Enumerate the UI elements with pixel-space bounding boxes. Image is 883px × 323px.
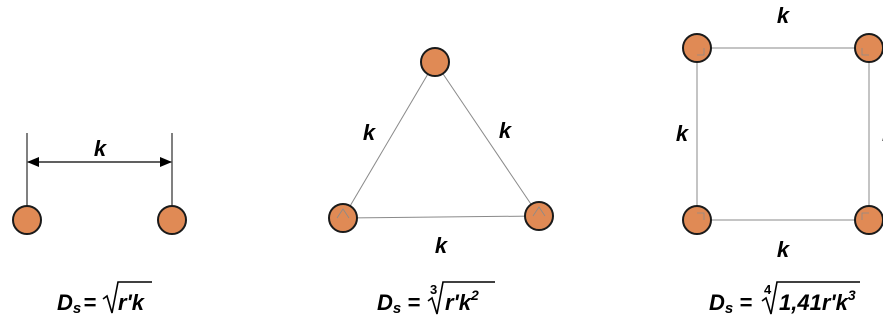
conductor-top-right	[854, 33, 883, 63]
formula-four-conductor: Ds = 4 1,41r'k3	[709, 281, 860, 317]
formula-equals: =	[83, 290, 96, 315]
formula-two-conductor: Ds= r'k	[57, 281, 152, 317]
conductor-bottom-left	[328, 203, 358, 233]
formula-three-conductor: Ds = 3 r'k2	[377, 281, 495, 317]
svg-text:Ds=: Ds =	[377, 290, 420, 317]
formula-subscript: s	[725, 300, 733, 317]
formula-lhs: D	[709, 290, 725, 315]
conductor-left	[12, 205, 42, 235]
formula-exponent: 3	[848, 287, 856, 303]
right-angle-mark-bottom-left	[697, 212, 705, 220]
right-angle-mark-bottom-right	[861, 212, 869, 220]
two-conductor-bundle: k	[12, 133, 187, 235]
formula-lhs: D	[377, 290, 393, 315]
triangle-edge-left	[342, 61, 436, 219]
radical-sign	[761, 281, 860, 315]
formula-radicand: 1,41r'k	[779, 290, 850, 315]
angle-mark-bottom-right	[532, 206, 546, 217]
right-angle-mark-top-right	[861, 48, 869, 56]
formula-root-index: 3	[430, 282, 437, 297]
conductor-bottom-right	[524, 201, 554, 231]
radical-sign	[102, 281, 152, 314]
triangle-edge-right	[434, 61, 540, 217]
formula-root-index: 4	[764, 282, 772, 297]
angle-mark-bottom-left	[336, 208, 350, 219]
triangle-label-bottom-k: k	[435, 233, 449, 258]
conductor-right	[157, 205, 187, 235]
formula-radicand: r'k	[118, 290, 146, 315]
formula-subscript: s	[73, 300, 81, 317]
svg-text:r'k: r'k	[118, 290, 146, 315]
conductor-top	[420, 47, 450, 77]
formula-radicand: r'k	[445, 290, 473, 315]
formula-exponent: 2	[470, 287, 479, 303]
spacing-label-k: k	[94, 136, 108, 161]
svg-text:Ds=: Ds=	[57, 290, 96, 317]
radical-sign	[427, 281, 495, 315]
conductor-bottom-left-sq	[682, 205, 712, 235]
svg-text:1,41r'k3: 1,41r'k3	[779, 287, 856, 315]
square-label-left-k: k	[676, 121, 690, 146]
square-label-top-k: k	[777, 3, 791, 28]
right-angle-mark-top-left	[697, 48, 705, 56]
triangle-label-left-k: k	[363, 120, 377, 145]
formula-equals: =	[739, 290, 752, 315]
svg-text:Ds=: Ds =	[709, 290, 752, 317]
four-conductor-bundle: k k k k	[676, 3, 883, 262]
formula-subscript: s	[393, 300, 401, 317]
formula-equals: =	[407, 290, 420, 315]
conductor-top-left	[682, 33, 712, 63]
square-label-bottom-k: k	[777, 237, 791, 262]
three-conductor-bundle: k k k	[328, 47, 554, 258]
triangle-label-right-k: k	[499, 118, 513, 143]
triangle-edge-bottom	[342, 215, 540, 219]
conductor-bottom-right-sq	[854, 205, 883, 235]
svg-text:r'k2: r'k2	[445, 287, 479, 315]
formula-lhs: D	[57, 290, 73, 315]
